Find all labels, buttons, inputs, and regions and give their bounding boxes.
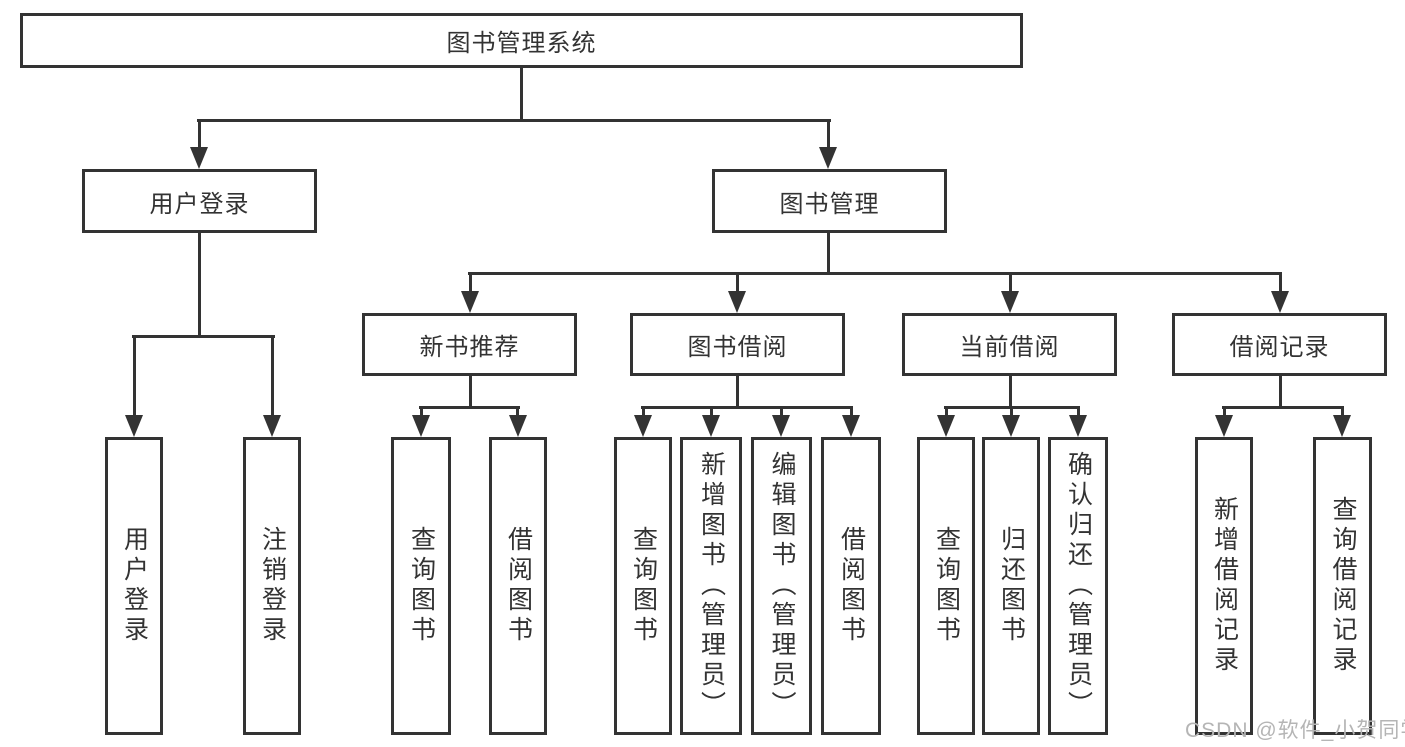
node-user-login: 用户登录 [82, 169, 317, 233]
node-current-borrowing: 当前借阅 [902, 313, 1117, 376]
node-label: 编辑图书（管理员） [768, 451, 796, 721]
connector-line [468, 272, 1282, 275]
node-label: 图书管理系统 [446, 30, 597, 57]
leaf-add-borrow-record: 新增借阅记录 [1195, 437, 1253, 735]
node-label: 查询图书 [629, 526, 658, 646]
arrowhead-down-icon [509, 415, 527, 437]
connector-line [827, 119, 830, 151]
arrowhead-down-icon [1333, 415, 1351, 437]
node-book-management: 图书管理 [712, 169, 947, 233]
connector-line [1279, 272, 1282, 294]
arrowhead-down-icon [937, 415, 955, 437]
connector-line [469, 272, 472, 294]
connector-line [1077, 406, 1080, 419]
connector-line [420, 406, 423, 419]
connector-line [641, 406, 853, 409]
arrowhead-down-icon [1271, 291, 1289, 313]
arrowhead-down-icon [190, 147, 208, 169]
node-label: 查询图书 [407, 526, 436, 646]
node-label: 新增借阅记录 [1210, 496, 1239, 676]
connector-line [850, 406, 853, 419]
node-label: 新增图书（管理员） [697, 451, 726, 721]
arrowhead-down-icon [125, 415, 143, 437]
connector-line [198, 233, 201, 338]
arrowhead-down-icon [1215, 415, 1233, 437]
connector-line [1009, 272, 1012, 294]
node-label: 查询图书 [932, 526, 961, 646]
connector-line [1223, 406, 1226, 419]
connector-line [197, 119, 831, 122]
connector-line [1279, 376, 1282, 409]
node-label: 借阅图书 [837, 526, 866, 646]
leaf-query-books-2: 查询图书 [614, 437, 672, 735]
leaf-borrow-books-2: 借阅图书 [821, 437, 881, 735]
connector-line [642, 406, 645, 419]
connector-line [516, 406, 519, 419]
connector-line [132, 335, 275, 338]
node-label: 归还图书 [997, 526, 1026, 646]
arrowhead-down-icon [412, 415, 430, 437]
leaf-borrow-books: 借阅图书 [489, 437, 547, 735]
leaf-edit-books-admin: 编辑图书（管理员） [751, 437, 812, 735]
leaf-return-books: 归还图书 [982, 437, 1040, 735]
connector-line [1010, 406, 1013, 419]
leaf-confirm-return-admin: 确认归还（管理员） [1048, 437, 1108, 735]
connector-line [736, 376, 739, 409]
watermark-text: CSDN @软件_小贺同学 [1185, 719, 1405, 742]
leaf-query-books: 查询图书 [391, 437, 451, 735]
connector-line [736, 272, 739, 294]
connector-line [1222, 406, 1344, 409]
connector-line [827, 233, 830, 275]
connector-line [520, 68, 523, 122]
connector-line [1009, 376, 1012, 409]
leaf-query-books-3: 查询图书 [917, 437, 975, 735]
node-label: 图书借阅 [687, 334, 788, 361]
connector-line [780, 406, 783, 419]
node-label: 用户登录 [149, 190, 250, 218]
leaf-logout: 注销登录 [243, 437, 301, 735]
connector-line [1341, 406, 1344, 419]
node-borrowing-records: 借阅记录 [1172, 313, 1387, 376]
node-label: 查询借阅记录 [1329, 496, 1357, 676]
arrowhead-down-icon [461, 291, 479, 313]
node-label: 图书管理 [779, 190, 880, 218]
arrowhead-down-icon [842, 415, 860, 437]
connector-line [710, 406, 713, 419]
connector-line [419, 406, 520, 409]
arrowhead-down-icon [772, 415, 790, 437]
arrowhead-down-icon [702, 415, 720, 437]
arrowhead-down-icon [819, 147, 837, 169]
node-label: 借阅图书 [504, 526, 533, 646]
arrowhead-down-icon [263, 415, 281, 437]
connector-line [945, 406, 948, 419]
arrowhead-down-icon [1001, 291, 1019, 313]
node-label: 注销登录 [258, 526, 287, 646]
leaf-add-books-admin: 新增图书（管理员） [680, 437, 742, 735]
node-library-management-system: 图书管理系统 [20, 13, 1023, 68]
node-label: 确认归还（管理员） [1064, 451, 1093, 721]
leaf-user-login: 用户登录 [105, 437, 163, 735]
node-label: 用户登录 [120, 526, 149, 646]
arrowhead-down-icon [634, 415, 652, 437]
connector-line [469, 376, 472, 409]
arrowhead-down-icon [1002, 415, 1020, 437]
connector-line [271, 335, 274, 419]
node-label: 当前借阅 [959, 334, 1060, 361]
arrowhead-down-icon [728, 291, 746, 313]
node-label: 借阅记录 [1229, 334, 1330, 361]
arrowhead-down-icon [1069, 415, 1087, 437]
connector-line [198, 119, 201, 151]
node-new-book-recommendation: 新书推荐 [362, 313, 577, 376]
node-label: 新书推荐 [419, 334, 520, 361]
connector-line [133, 335, 136, 419]
node-book-borrowing: 图书借阅 [630, 313, 845, 376]
leaf-query-borrow-record: 查询借阅记录 [1313, 437, 1372, 735]
